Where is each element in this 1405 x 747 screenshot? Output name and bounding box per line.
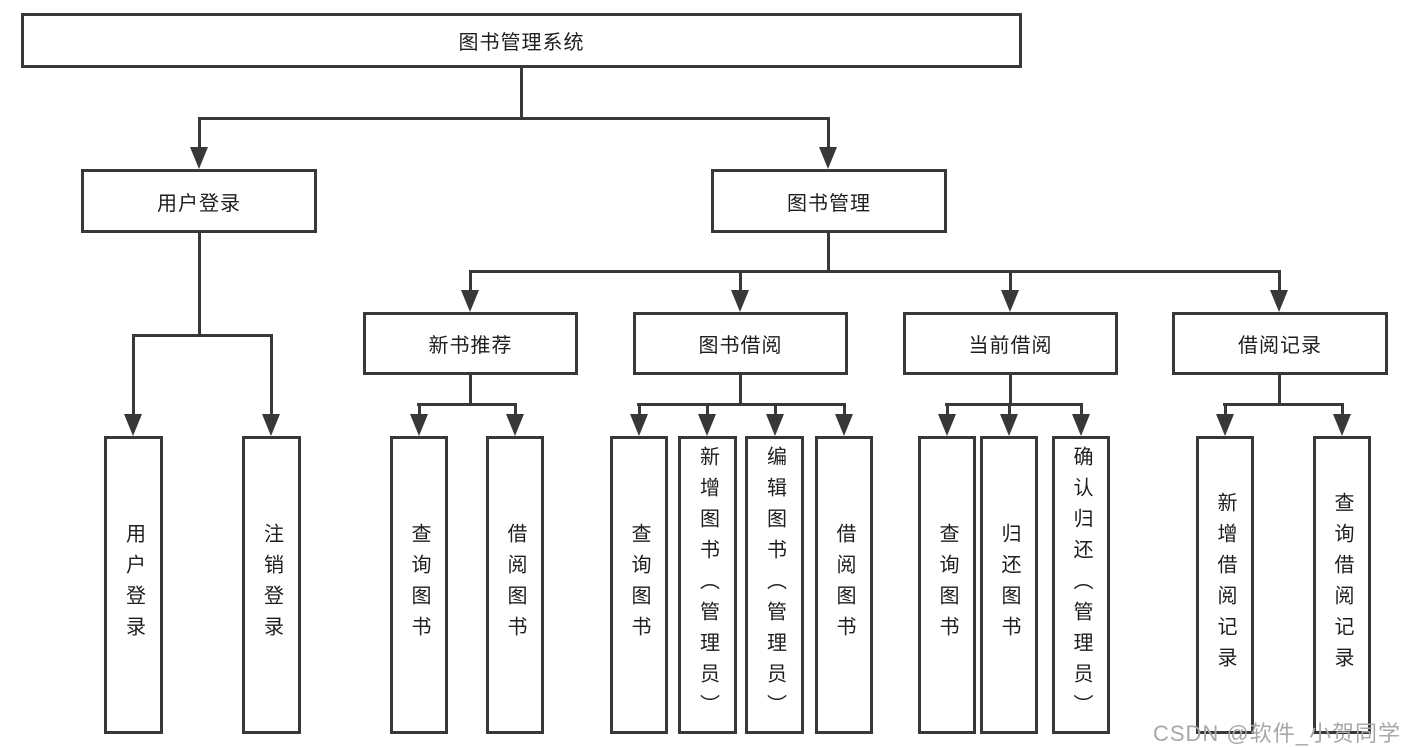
node-leaf-query-borrow-record-label: 查询借阅记录 xyxy=(1331,492,1353,678)
connector-vline xyxy=(843,403,846,417)
node-borrowing-records: 借阅记录 xyxy=(1172,312,1388,375)
connector-vline xyxy=(418,403,421,417)
arrow-down-icon xyxy=(1216,414,1234,436)
connector-vline xyxy=(520,68,523,119)
connector-hline xyxy=(469,270,1281,273)
arrow-down-icon xyxy=(938,414,956,436)
connector-vline xyxy=(469,270,472,294)
connector-vline xyxy=(1224,403,1227,417)
connector-vline xyxy=(198,233,201,336)
connector-vline xyxy=(638,403,641,417)
arrow-down-icon xyxy=(1333,414,1351,436)
connector-vline xyxy=(706,403,709,417)
node-leaf-return-books: 归还图书 xyxy=(980,436,1038,734)
node-new-book-recommendation: 新书推荐 xyxy=(363,312,578,375)
connector-vline xyxy=(1278,270,1281,294)
node-library-system-label: 图书管理系统 xyxy=(458,32,585,54)
node-new-book-recommendation-label: 新书推荐 xyxy=(428,335,513,357)
connector-hline xyxy=(945,403,1082,406)
connector-hline xyxy=(637,403,846,406)
node-user-login-label: 用户登录 xyxy=(157,192,241,215)
arrow-down-icon xyxy=(410,414,428,436)
node-leaf-add-borrow-record: 新增借阅记录 xyxy=(1196,436,1254,734)
connector-vline xyxy=(739,375,742,405)
node-leaf-borrow-books-label: 借阅图书 xyxy=(833,523,855,647)
connector-vline xyxy=(827,233,830,272)
node-leaf-edit-books-admin: 编辑图书（管理员） xyxy=(745,436,804,734)
node-leaf-edit-books-admin-label: 编辑图书（管理员） xyxy=(763,445,786,725)
node-current-borrowing-label: 当前借阅 xyxy=(968,335,1053,357)
node-book-borrowing-label: 图书借阅 xyxy=(698,335,783,357)
connector-hline xyxy=(198,117,830,120)
node-book-borrowing: 图书借阅 xyxy=(633,312,848,375)
node-leaf-query-books-recommend: 查询图书 xyxy=(390,436,448,734)
arrow-down-icon xyxy=(698,414,716,436)
node-leaf-query-books-borrow-label: 查询图书 xyxy=(628,523,650,647)
node-leaf-confirm-return-admin: 确认归还（管理员） xyxy=(1052,436,1110,734)
connector-vline xyxy=(946,403,949,417)
connector-vline xyxy=(132,334,135,418)
connector-vline xyxy=(514,403,517,417)
node-user-login: 用户登录 xyxy=(81,169,317,233)
node-leaf-query-borrow-record: 查询借阅记录 xyxy=(1313,436,1371,734)
arrow-down-icon xyxy=(506,414,524,436)
node-leaf-confirm-return-admin-label: 确认归还（管理员） xyxy=(1070,445,1092,725)
arrow-down-icon xyxy=(1001,290,1019,312)
node-leaf-borrow-books: 借阅图书 xyxy=(815,436,873,734)
connector-vline xyxy=(1080,403,1083,417)
arrow-down-icon xyxy=(766,414,784,436)
arrow-down-icon xyxy=(1270,290,1288,312)
node-leaf-borrow-books-recommend: 借阅图书 xyxy=(486,436,544,734)
node-leaf-add-books-admin-label: 新增图书（管理员） xyxy=(696,445,719,725)
arrow-down-icon xyxy=(461,290,479,312)
node-book-management: 图书管理 xyxy=(711,169,947,233)
connector-vline xyxy=(739,270,742,294)
arrow-down-icon xyxy=(819,147,837,169)
arrow-down-icon xyxy=(124,414,142,436)
node-leaf-query-books-recommend-label: 查询图书 xyxy=(408,523,430,647)
node-leaf-query-books-current: 查询图书 xyxy=(918,436,976,734)
connector-hline xyxy=(132,334,273,337)
connector-vline xyxy=(1278,375,1281,405)
connector-hline xyxy=(1223,403,1343,406)
node-leaf-user-login: 用户登录 xyxy=(104,436,163,734)
connector-vline xyxy=(198,117,201,151)
node-leaf-user-login-label: 用户登录 xyxy=(122,523,145,647)
connector-vline xyxy=(827,117,830,151)
node-leaf-borrow-books-recommend-label: 借阅图书 xyxy=(504,523,526,647)
arrow-down-icon xyxy=(835,414,853,436)
node-leaf-logout-label: 注销登录 xyxy=(260,523,283,647)
node-borrowing-records-label: 借阅记录 xyxy=(1238,335,1322,357)
node-leaf-query-books-borrow: 查询图书 xyxy=(610,436,668,734)
node-book-management-label: 图书管理 xyxy=(787,192,871,215)
arrow-down-icon xyxy=(1072,414,1090,436)
node-library-system: 图书管理系统 xyxy=(21,13,1022,68)
connector-vline xyxy=(469,375,472,405)
node-leaf-query-books-current-label: 查询图书 xyxy=(936,523,958,647)
node-leaf-add-books-admin: 新增图书（管理员） xyxy=(678,436,737,734)
arrow-down-icon xyxy=(731,290,749,312)
node-leaf-logout: 注销登录 xyxy=(242,436,301,734)
node-current-borrowing: 当前借阅 xyxy=(903,312,1118,375)
connector-vline xyxy=(1341,403,1344,417)
arrow-down-icon xyxy=(190,147,208,169)
connector-hline xyxy=(417,403,517,406)
connector-vline xyxy=(1009,270,1012,294)
arrow-down-icon xyxy=(262,414,280,436)
connector-vline xyxy=(1008,403,1011,417)
connector-vline xyxy=(774,403,777,417)
node-leaf-return-books-label: 归还图书 xyxy=(998,523,1020,647)
connector-vline xyxy=(1009,375,1012,405)
arrow-down-icon xyxy=(1000,414,1018,436)
node-leaf-add-borrow-record-label: 新增借阅记录 xyxy=(1214,492,1236,678)
arrow-down-icon xyxy=(630,414,648,436)
csdn-watermark: CSDN @软件_小贺同学 xyxy=(1152,721,1401,746)
connector-vline xyxy=(270,334,273,418)
